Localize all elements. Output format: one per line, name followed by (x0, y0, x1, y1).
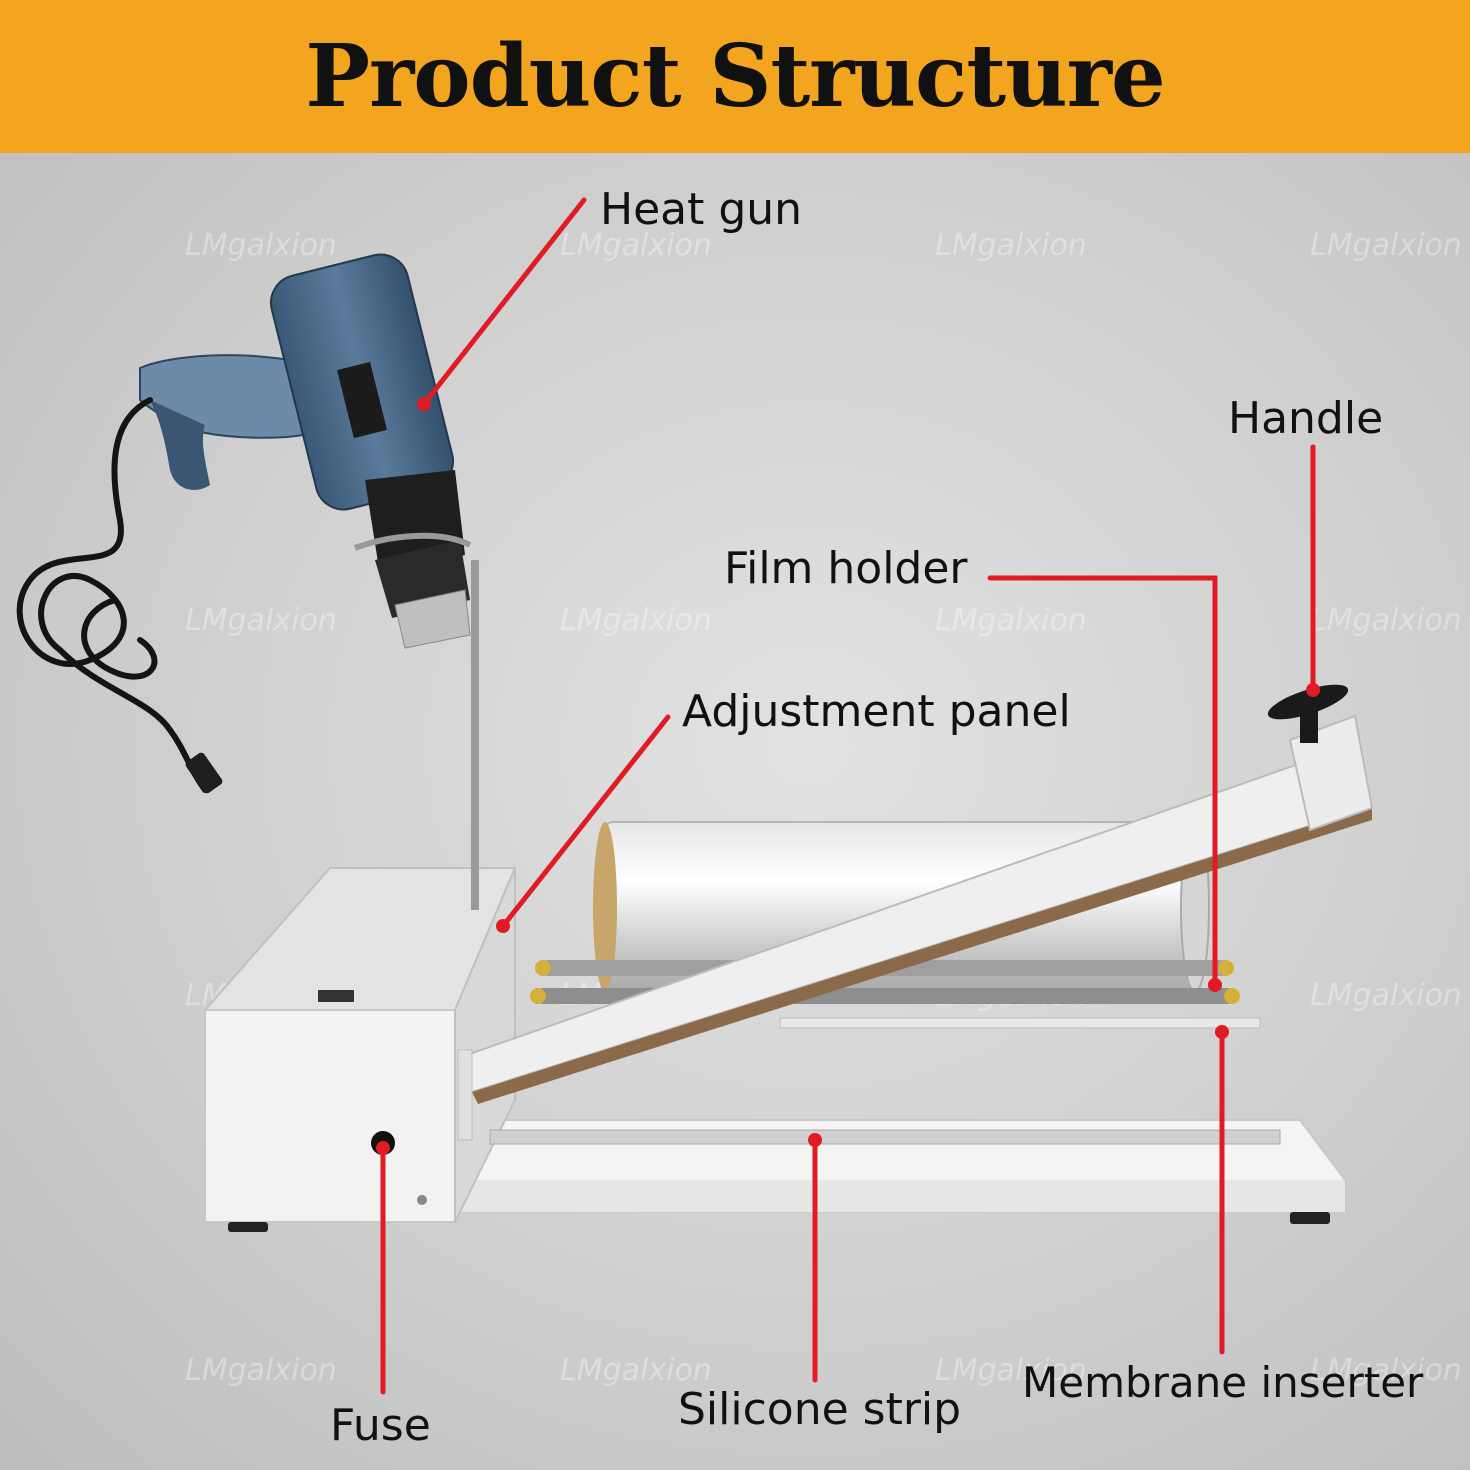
label-silicone-strip: Silicone strip (678, 1384, 962, 1435)
watermark: LMgalxion (1310, 228, 1462, 263)
silicone-strip (489, 1129, 1281, 1145)
leader-lines (380, 197, 1316, 1395)
handle-knob (1267, 684, 1349, 743)
power-cord (16, 397, 208, 793)
title-banner: Product Structure (0, 0, 1470, 153)
watermark: LMgalxion (935, 1353, 1087, 1388)
page-title: Product Structure (305, 26, 1165, 127)
control-housing (202, 867, 517, 1232)
label-fuse: Fuse (330, 1400, 431, 1451)
watermark: LMgalxion (1310, 603, 1462, 638)
watermark: LMgalxion (935, 228, 1087, 263)
sealing-arm (456, 714, 1374, 1141)
leader-dots (376, 397, 1320, 1155)
label-membrane-inserter: Membrane inserter (1022, 1358, 1424, 1407)
label-handle: Handle (1228, 393, 1384, 444)
heat-gun-leader (421, 197, 587, 407)
watermark: LMgalxion (560, 228, 712, 263)
label-film-holder: Film holder (724, 543, 968, 594)
watermark: LMgalxion (935, 603, 1087, 638)
watermark: LMgalxion (185, 1353, 337, 1388)
adjustment-panel-leader (500, 714, 671, 929)
watermark: LMgalxion (1310, 978, 1462, 1013)
watermark: LMgalxion (185, 603, 337, 638)
gun-rod (471, 560, 479, 910)
heat-gun (139, 253, 472, 649)
watermark: LMgalxion (185, 228, 337, 263)
watermark: LMgalxion (1310, 1353, 1462, 1388)
label-heat-gun: Heat gun (600, 184, 803, 235)
power-plug (185, 752, 223, 794)
watermark: LMgalxion (560, 1353, 712, 1388)
watermark: LMgalxion (560, 603, 712, 638)
label-adjustment-panel: Adjustment panel (682, 686, 1071, 737)
film-holder-leader (987, 575, 1218, 988)
